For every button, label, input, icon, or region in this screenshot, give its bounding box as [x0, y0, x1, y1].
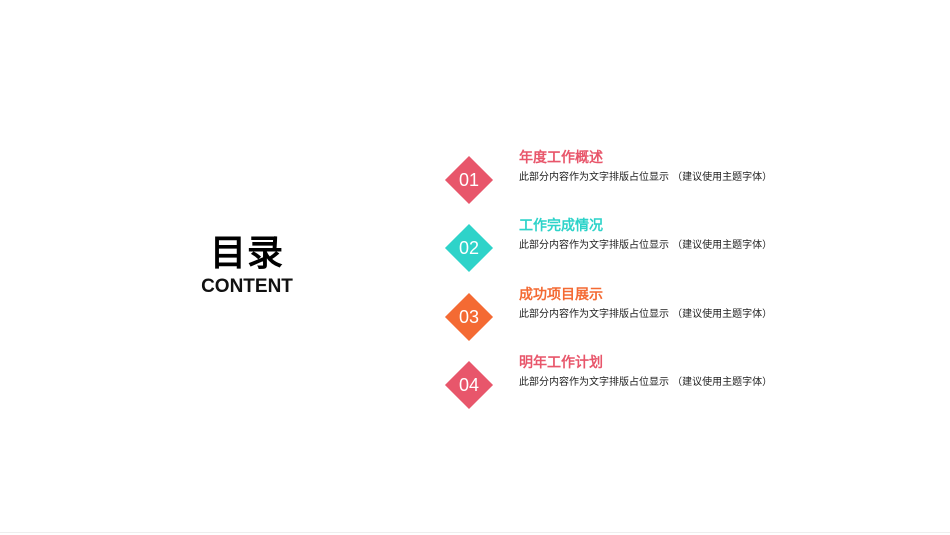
item-number: 02	[458, 238, 480, 258]
toc-heading: 目录 CONTENT	[187, 232, 307, 298]
title-chinese: 目录	[209, 233, 284, 274]
item-number: 04	[458, 375, 480, 395]
item-title: 成功项目展示	[519, 287, 603, 303]
item-description: 此部分内容作为文字排版占位显示 （建议使用主题字体）	[519, 309, 773, 320]
item-description: 此部分内容作为文字排版占位显示 （建议使用主题字体）	[519, 377, 773, 388]
toc-item-03[interactable]: 03 成功项目展示 此部分内容作为文字排版占位显示 （建议使用主题字体）	[444, 287, 845, 347]
toc-item-01[interactable]: 01 年度工作概述 此部分内容作为文字排版占位显示 （建议使用主题字体）	[444, 150, 845, 210]
item-title: 明年工作计划	[519, 355, 603, 371]
title-english: CONTENT	[201, 276, 293, 297]
item-number: 03	[458, 307, 480, 327]
item-title: 工作完成情况	[519, 218, 603, 234]
item-description: 此部分内容作为文字排版占位显示 （建议使用主题字体）	[519, 172, 773, 183]
toc-item-02[interactable]: 02 工作完成情况 此部分内容作为文字排版占位显示 （建议使用主题字体）	[444, 218, 845, 278]
item-description: 此部分内容作为文字排版占位显示 （建议使用主题字体）	[519, 240, 773, 251]
toc-item-04[interactable]: 04 明年工作计划 此部分内容作为文字排版占位显示 （建议使用主题字体）	[444, 355, 845, 415]
item-number: 01	[458, 170, 480, 190]
bottom-divider	[0, 532, 950, 533]
item-title: 年度工作概述	[519, 150, 603, 166]
